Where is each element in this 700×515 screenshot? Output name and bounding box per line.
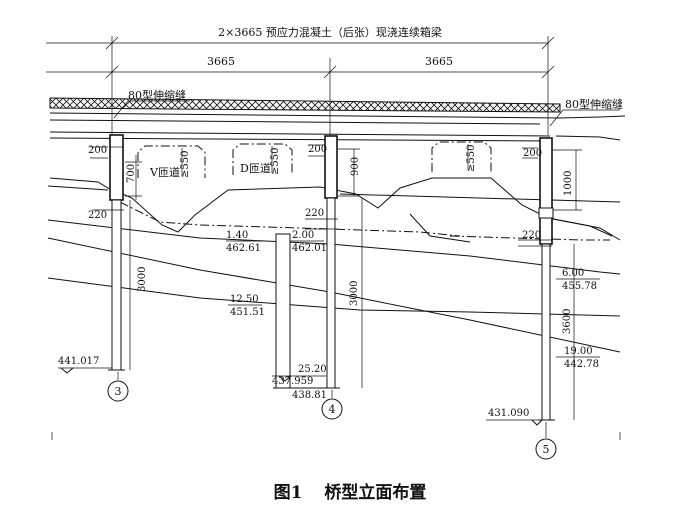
lane-label-d: D匝道 <box>240 161 271 175</box>
span-dimensions: 3665 3665 <box>46 55 555 135</box>
clearance-box-d-ramp: ≥550 D匝道 <box>232 143 293 175</box>
pier-number-3-circle <box>107 380 129 402</box>
cap-200-a: 200 <box>88 145 107 156</box>
figure-number: 图1 <box>273 483 303 503</box>
box-girder-deck <box>49 97 626 142</box>
pile-tip-4: 437.959 <box>272 376 313 387</box>
dim-220-c: 220 <box>522 230 541 241</box>
layer-d-elev: 455.78 <box>562 281 597 292</box>
span-dimension-2: 3665 <box>425 55 453 68</box>
overall-dimension: 2×3665 预应力混凝土（后张）现浇连续箱梁 <box>46 25 555 135</box>
pier-4: 200 900 220 3000 437.959 4 <box>272 135 363 420</box>
layer-label-f: 25.20 438.81 <box>292 364 327 401</box>
layer-b-depth: 2.00 <box>292 230 314 241</box>
layer-label-e: 19.00 442.78 <box>556 346 600 370</box>
clearance-550-c: ≥550 <box>466 145 477 172</box>
pier-3: 200 700 220 3000 441.017 3 <box>58 134 148 402</box>
figure-title: 桥型立面布置 <box>324 483 427 503</box>
dim-900: 900 <box>350 157 361 176</box>
layer-e-depth: 19.00 <box>564 346 593 357</box>
layer-f-elev: 438.81 <box>292 390 327 401</box>
expansion-joint-left: 80型伸缩缝 <box>113 88 190 119</box>
dim-1000: 1000 <box>563 171 574 196</box>
pile-3000-b: 3000 <box>349 281 360 306</box>
layer-e-elev: 442.78 <box>564 359 599 370</box>
pile-tip-3: 441.017 <box>58 356 99 367</box>
dim-220-a: 220 <box>88 210 107 221</box>
expansion-joint-left-label: 80型伸缩缝 <box>128 88 186 102</box>
pier-number-5-circle <box>535 438 557 460</box>
layer-boundary-4 <box>47 277 621 317</box>
clearance-box-v-ramp: ≥550 V匝道 <box>137 145 206 179</box>
pier-number-5: 5 <box>543 443 550 456</box>
overall-dimension-label: 2×3665 预应力混凝土（后张）现浇连续箱梁 <box>218 25 442 39</box>
dim-700: 700 <box>126 164 137 183</box>
layer-d-depth: 6.00 <box>562 268 584 279</box>
layer-a-depth: 1.40 <box>226 230 248 241</box>
clearance-550-a: ≥550 <box>180 151 191 178</box>
cap-200-c: 200 <box>523 148 542 159</box>
pier-number-4-circle <box>321 398 343 420</box>
pile-3600: 3600 <box>562 309 573 334</box>
dim-220-b: 220 <box>305 208 324 219</box>
layer-f-depth: 25.20 <box>298 364 327 375</box>
clearance-box-right: ≥550 <box>431 141 492 172</box>
layer-c-elev: 451.51 <box>230 307 265 318</box>
clearance-550-b: ≥550 <box>270 148 281 175</box>
layer-b-elev: 462.01 <box>292 243 327 254</box>
bridge-elevation-drawing: 2×3665 预应力混凝土（后张）现浇连续箱梁 3665 3665 80型伸缩缝… <box>46 25 626 460</box>
span-dimension-1: 3665 <box>207 55 235 68</box>
pile-3000-a: 3000 <box>137 267 148 292</box>
lane-label-v: V匝道 <box>149 165 180 179</box>
layer-label-a: 1.40 462.61 <box>226 230 262 254</box>
cap-200-b: 200 <box>308 144 327 155</box>
expansion-joint-right-label: 80型伸缩缝 <box>565 97 623 111</box>
layer-c-depth: 12.50 <box>230 294 259 305</box>
layer-label-c: 12.50 451.51 <box>228 294 265 318</box>
pile-tip-5: 431.090 <box>488 408 529 419</box>
pier-number-3: 3 <box>115 385 122 398</box>
pier-5: 200 1000 220 3600 431.090 5 <box>486 137 582 460</box>
layer-boundary-1 <box>119 201 461 237</box>
expansion-joint-right: 80型伸缩缝 <box>549 97 623 127</box>
layer-boundary-2 <box>47 219 621 275</box>
layer-label-d: 6.00 455.78 <box>556 268 600 292</box>
pier-number-4: 4 <box>329 403 336 416</box>
layer-label-b: 2.00 462.01 <box>290 230 327 254</box>
layer-a-elev: 462.61 <box>226 243 261 254</box>
figure-caption: 图1 桥型立面布置 <box>0 478 700 503</box>
